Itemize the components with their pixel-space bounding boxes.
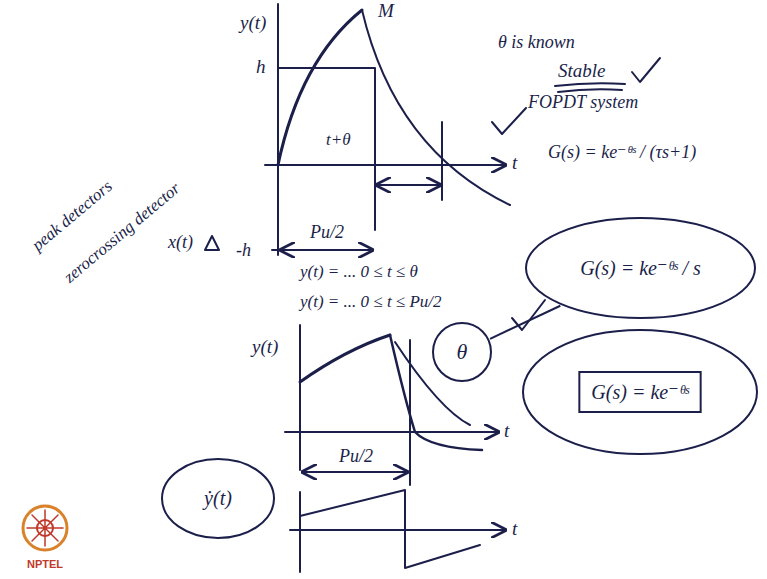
circled-symbol: θ: [431, 321, 493, 383]
relay-output-rise: [278, 10, 362, 165]
connector: [490, 306, 560, 339]
outline: [162, 459, 274, 538]
axis-label: t: [504, 420, 509, 442]
box-outline: [579, 372, 700, 412]
underline: [558, 89, 622, 92]
check-mark: [492, 108, 526, 134]
output-decay: [390, 335, 482, 450]
period-label: Pu/2: [310, 222, 344, 243]
equation: y(t) = ... 0 ≤ t ≤ Pu/2: [300, 292, 442, 312]
axis: [277, 4, 279, 255]
amplitude-label: -h: [236, 240, 251, 261]
period-label: Pu/2: [339, 446, 373, 467]
amplitude-label: h: [256, 56, 266, 78]
logo-text: NPTEL: [27, 558, 63, 571]
underline: [555, 83, 625, 86]
node-text: θ: [457, 339, 468, 365]
node-text: G(s) = ke⁻ᶿˢ: [591, 380, 688, 404]
delay-bracket: [377, 184, 440, 186]
note: zerocrossing detector: [60, 178, 184, 287]
outline: [526, 218, 755, 318]
axis-label: t: [512, 152, 517, 174]
equation: y(t) = ... 0 ≤ t ≤ θ: [300, 262, 418, 282]
outline: [433, 323, 491, 381]
transfer-function: G(s) = ke⁻ᶿˢ / (τs+1): [548, 142, 696, 163]
time-label: t+θ: [326, 130, 351, 150]
circled-signal: ẏ(t): [160, 457, 276, 540]
logo-spokes: [27, 510, 63, 546]
note: θ is known: [498, 32, 575, 53]
derivative-signal: [300, 490, 480, 568]
note: Stable: [558, 60, 606, 82]
relay-input: [278, 68, 375, 230]
output-rise: [300, 335, 390, 382]
peak-label: M: [378, 0, 394, 22]
relay-output-decay: [362, 10, 510, 205]
marker-line: [441, 122, 443, 200]
note: FOPDT system: [528, 92, 638, 113]
axis-label: y(t): [252, 336, 278, 358]
axis: [299, 492, 301, 572]
logo-ring: [23, 506, 67, 550]
axis: [265, 164, 505, 166]
axis-label: t: [512, 518, 517, 540]
period-arrow: [303, 471, 407, 473]
check-mark: [632, 58, 660, 82]
node-text: G(s) = ke⁻ᶿˢ / s: [580, 256, 701, 280]
node-text: ẏ(t): [204, 487, 232, 510]
axis: [285, 431, 498, 433]
tick: [272, 249, 284, 251]
marker-line: [409, 340, 411, 485]
peak-sketch: [205, 236, 219, 250]
axis-label: y(t): [240, 12, 266, 34]
axis: [299, 325, 301, 470]
period-arrow: [281, 249, 372, 251]
boxed-formula: G(s) = ke⁻ᶿˢ: [521, 328, 759, 456]
outline: [523, 330, 757, 454]
axis: [290, 529, 505, 531]
circled-formula: G(s) = ke⁻ᶿˢ / s: [524, 216, 757, 320]
signal-label: x(t): [168, 232, 193, 253]
